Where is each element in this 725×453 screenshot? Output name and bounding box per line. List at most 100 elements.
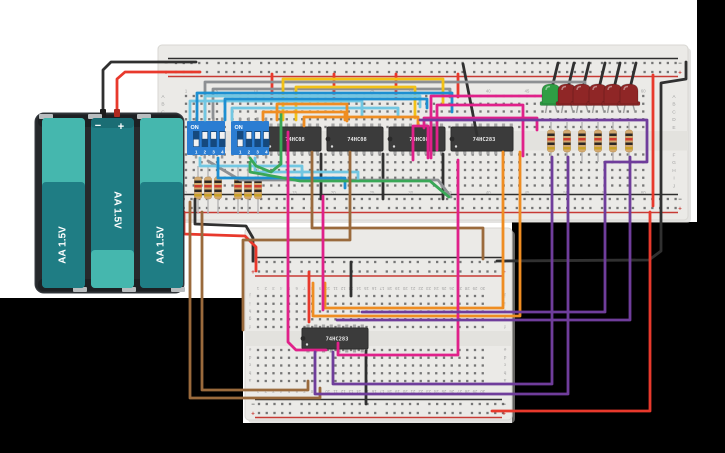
- resistor-band: [609, 133, 617, 136]
- ic-pin: [432, 123, 436, 128]
- wire-pink[interactable]: [435, 103, 525, 158]
- resistor[interactable]: [254, 166, 262, 214]
- wire-pink[interactable]: [422, 116, 539, 132]
- dip-slider[interactable]: [263, 132, 269, 139]
- led-red[interactable]: [617, 83, 641, 114]
- wire-black[interactable]: [598, 61, 607, 86]
- ic-74hc08[interactable]: 74HC08: [263, 123, 322, 155]
- wire-purple[interactable]: [360, 118, 649, 314]
- ic-pin: [346, 150, 351, 155]
- wire-black[interactable]: [613, 61, 622, 86]
- resistor[interactable]: [578, 122, 586, 162]
- resistor-band: [594, 142, 602, 145]
- dip-slider[interactable]: [202, 132, 208, 139]
- wire-red[interactable]: [115, 70, 202, 118]
- wire-black[interactable]: [629, 61, 638, 86]
- resistor[interactable]: [194, 166, 202, 214]
- wire-green[interactable]: [248, 110, 283, 174]
- ic-pin: [377, 150, 382, 155]
- led-body: [619, 83, 639, 105]
- wire-black[interactable]: [495, 60, 688, 263]
- resistor[interactable]: [204, 166, 212, 214]
- ic-pin: [352, 324, 357, 329]
- rail-minus-mark: −: [502, 402, 506, 408]
- battery-aa[interactable]: AA 1.5V: [39, 114, 87, 292]
- wire-black[interactable]: [551, 61, 560, 86]
- column-number: 11: [333, 286, 338, 291]
- ic-74hc08[interactable]: 74HC08: [325, 123, 384, 155]
- resistor[interactable]: [234, 166, 242, 214]
- ic-74hc283[interactable]: 74HC283: [300, 324, 369, 353]
- dip-slider[interactable]: [219, 132, 225, 139]
- wire-orange[interactable]: [323, 150, 505, 310]
- column-number: 24: [433, 389, 438, 394]
- battery-cap: [42, 118, 85, 190]
- column-number: 10: [325, 286, 330, 291]
- wire-purple[interactable]: [335, 155, 632, 322]
- resistor[interactable]: [594, 122, 602, 162]
- ic-pin: [393, 123, 397, 128]
- wire-orange[interactable]: [311, 150, 522, 318]
- battery-aa[interactable]: AA 1.5V: [88, 114, 136, 292]
- resistor[interactable]: [609, 122, 617, 162]
- dip-slider[interactable]: [246, 132, 252, 139]
- rail-minus-mark: −: [164, 61, 168, 67]
- dip-slider[interactable]: [255, 132, 261, 139]
- ic-pin: [269, 123, 273, 128]
- resistor-band: [204, 189, 212, 192]
- dip-pin: [203, 154, 206, 159]
- wire-brown[interactable]: [241, 150, 352, 332]
- wire-orange[interactable]: [275, 102, 349, 123]
- dip-slider[interactable]: [237, 139, 243, 147]
- column-number: 40: [486, 190, 491, 195]
- resistor-band: [578, 133, 586, 136]
- wire-pink[interactable]: [411, 124, 430, 162]
- wire-black[interactable]: [461, 62, 479, 137]
- wire-green[interactable]: [248, 160, 451, 199]
- column-number: 16: [371, 389, 376, 394]
- wire-blue[interactable]: [195, 91, 454, 122]
- column-number: 25: [441, 389, 446, 394]
- dip-slider[interactable]: [193, 139, 199, 147]
- ic-pin: [486, 150, 490, 155]
- wires-layer: [101, 60, 688, 413]
- dip-slider-track: [245, 131, 253, 147]
- wire-black[interactable]: [582, 61, 591, 86]
- wire-brown[interactable]: [310, 150, 485, 261]
- led-red[interactable]: [570, 83, 594, 114]
- wire-purple[interactable]: [331, 155, 554, 386]
- dip-slider[interactable]: [211, 132, 217, 139]
- resistor[interactable]: [625, 122, 633, 162]
- resistor-band: [625, 142, 633, 145]
- wire-red[interactable]: [490, 210, 652, 413]
- wire-orange[interactable]: [302, 115, 420, 128]
- dip-number: 2: [204, 150, 207, 155]
- resistor[interactable]: [547, 122, 555, 162]
- wire-blue[interactable]: [223, 97, 429, 122]
- wire-brown[interactable]: [200, 210, 310, 392]
- wire-cyan[interactable]: [203, 94, 422, 122]
- resistor[interactable]: [244, 166, 252, 214]
- wire-cyan[interactable]: [230, 106, 400, 122]
- wire-pink[interactable]: [336, 158, 460, 357]
- resistor[interactable]: [563, 122, 571, 162]
- wire-purple[interactable]: [313, 155, 570, 396]
- ic-pin: [408, 123, 413, 128]
- ic-74hc283[interactable]: 74HC283: [449, 123, 514, 155]
- column-number: 20: [402, 389, 407, 394]
- wire-pink[interactable]: [286, 130, 328, 352]
- column-number: 28: [464, 286, 469, 291]
- led-highlight: [592, 85, 598, 91]
- ic-pin: [331, 123, 335, 128]
- ic-pin: [329, 348, 333, 353]
- ic-pin: [439, 150, 444, 155]
- column-number: 14: [356, 286, 361, 291]
- battery-aa[interactable]: AA 1.5V: [137, 114, 185, 292]
- row-letter: G: [672, 160, 676, 166]
- ic-pin: [478, 123, 482, 128]
- wire-black[interactable]: [567, 61, 576, 86]
- wire-black[interactable]: [101, 60, 198, 118]
